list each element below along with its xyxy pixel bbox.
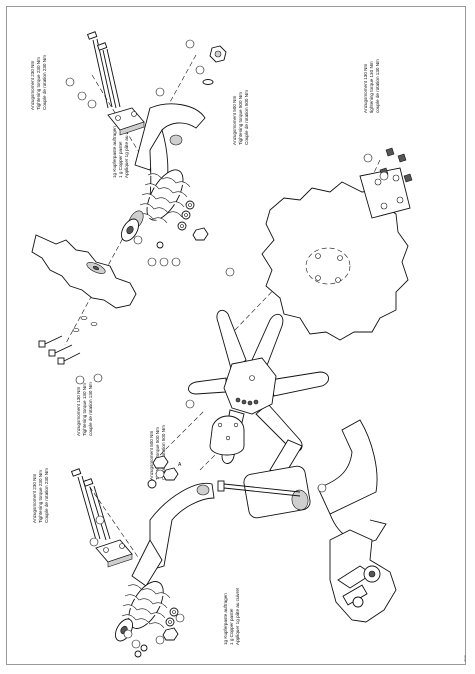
torque-note-line: Anzugsmoment 500 Nm: [232, 96, 237, 145]
torque-note-line: Anzugsmoment 130 Nm: [76, 387, 81, 436]
torque-note-line: couple de rotation 130 Nm: [88, 382, 93, 436]
bottom-tine-arm: [131, 482, 215, 587]
copper-note-line: Appliquer 1g pâte au cuivre!: [235, 588, 240, 645]
torque-note-line: Tightening torque 500 Nm: [155, 427, 160, 480]
copper-note-line: 1 g Copper paste!: [229, 608, 234, 645]
bottom-clamp-plate: [95, 539, 133, 568]
right-scalloped-disc: [261, 181, 409, 341]
torque-note-line: tightening torque 130 Nm: [369, 61, 374, 113]
left-disc-bolts: [38, 316, 98, 365]
copper-note-line: 1g Kupferpaste auftragen: [223, 593, 228, 645]
part-callouts: [65, 39, 389, 649]
pivot-shaft-bracket: [243, 419, 387, 543]
hub-cap: [209, 415, 245, 456]
bottom-spring-hub: [115, 581, 171, 642]
torque-note-line: Couple de rotation 230 Nm: [42, 55, 47, 110]
copper-paste-note-top: 1g Kupferpaste auftragen 1 g Copper past…: [112, 121, 129, 178]
top-long-bolts: [86, 31, 121, 109]
torque-note-line: Couple de rotation 500 Nm: [161, 425, 166, 480]
torque-note-line: couple de rotation 130 Nm: [375, 59, 380, 113]
torque-note-line: Couple de rotation 230 Nm: [44, 468, 49, 523]
mid-hub-nuts: A: [147, 455, 182, 489]
torque-note-130-left: Anzugsmoment 130 Nm Tightening torque 13…: [76, 382, 93, 436]
copper-note-line: 1g Kupferpaste auftragen: [112, 126, 117, 178]
torque-note-line: Anzugsmoment 230 Nm: [32, 474, 37, 523]
pivot-long-bolt: [217, 480, 301, 497]
top-hub-washers: [156, 200, 209, 249]
copper-note-line: Appliquer 1g pâte au cuivre!: [124, 121, 129, 178]
bottom-long-bolts: [70, 468, 111, 541]
torque-note-500-mid: Anzugsmoment 500 Nm Tightening torque 50…: [149, 425, 166, 480]
detail-marker-a: A: [178, 462, 182, 468]
top-clamp-plate: [107, 107, 145, 136]
torque-note-230-top: Anzugsmoment 230 Nm Tightening torque 23…: [30, 55, 47, 110]
torque-note-line: Tightening torque 230 Nm: [38, 470, 43, 523]
copper-paste-note-bottom: 1g Kupferpaste auftragen 1 g Copper past…: [223, 588, 240, 645]
torque-note-line: Tightening torque 130 Nm: [82, 383, 87, 436]
top-spring-hub: [121, 169, 191, 242]
top-right-nut: [202, 45, 227, 85]
bottom-hub-washers: [134, 607, 179, 658]
torque-note-line: Anzugsmoment 500 Nm: [149, 431, 154, 480]
torque-note-line: Anzugsmoment 230 Nm: [30, 61, 35, 110]
drawing-code: 3040: [463, 655, 467, 662]
drawing-frame: [6, 6, 466, 665]
star-rotor: [188, 309, 329, 464]
copper-note-line: 1 g Copper paste!: [118, 141, 123, 178]
torque-note-line: Couple de rotation 500 Nm: [244, 90, 249, 145]
torque-note-line: Tightening torque 230 Nm: [36, 57, 41, 110]
torque-note-line: Tightening torque 500 Nm: [238, 92, 243, 145]
torque-note-500-top: Anzugsmoment 500 Nm Tightening torque 50…: [232, 90, 249, 145]
left-scalloped-disc: [31, 234, 137, 309]
torque-note-130-right: Anzugsmoment 130 Nm tightening torque 13…: [363, 59, 380, 113]
detail-inset: [329, 529, 397, 623]
torque-note-line: Anzugsmoment 130 Nm: [363, 64, 368, 113]
torque-note-230-bottom: Anzugsmoment 230 Nm Tightening torque 23…: [32, 468, 49, 523]
